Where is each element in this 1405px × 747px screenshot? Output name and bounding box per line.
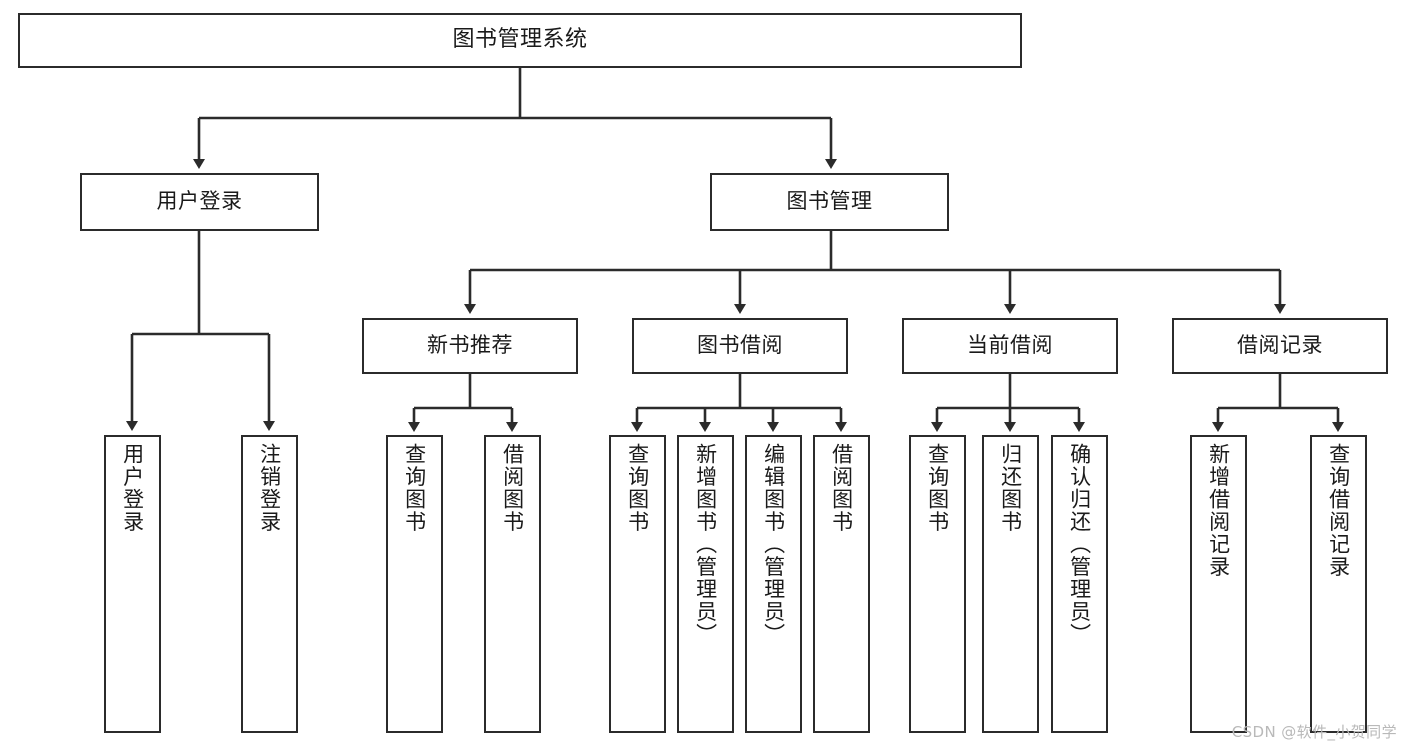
node-leaf-confirm-return-label: 确认归还（管理员） bbox=[1067, 443, 1092, 646]
node-leaf-borrow-book-1-label: 借阅图书 bbox=[500, 443, 525, 533]
node-book-borrow-label: 图书借阅 bbox=[697, 333, 783, 358]
node-leaf-borrow-book-2[interactable]: 借阅图书 bbox=[813, 435, 870, 733]
node-leaf-query-record[interactable]: 查询借阅记录 bbox=[1310, 435, 1367, 733]
node-book-manage[interactable]: 图书管理 bbox=[710, 173, 949, 231]
csdn-watermark: CSDN @软件_小贺同学 bbox=[1231, 723, 1397, 741]
node-leaf-user-login-label: 用户登录 bbox=[120, 443, 145, 533]
node-leaf-query-book-1-label: 查询图书 bbox=[402, 443, 427, 533]
node-borrow-record[interactable]: 借阅记录 bbox=[1172, 318, 1388, 374]
node-leaf-query-book-1[interactable]: 查询图书 bbox=[386, 435, 443, 733]
node-borrow-record-label: 借阅记录 bbox=[1237, 333, 1323, 358]
node-leaf-query-book-2[interactable]: 查询图书 bbox=[609, 435, 666, 733]
node-leaf-query-book-3-label: 查询图书 bbox=[925, 443, 950, 533]
node-book-manage-label: 图书管理 bbox=[786, 189, 873, 214]
node-root[interactable]: 图书管理系统 bbox=[18, 13, 1022, 68]
node-leaf-user-login[interactable]: 用户登录 bbox=[104, 435, 161, 733]
node-new-book-rec-label: 新书推荐 bbox=[427, 333, 513, 358]
node-leaf-query-book-2-label: 查询图书 bbox=[625, 443, 650, 533]
node-root-label: 图书管理系统 bbox=[452, 27, 588, 53]
node-leaf-query-book-3[interactable]: 查询图书 bbox=[909, 435, 966, 733]
node-user-login[interactable]: 用户登录 bbox=[80, 173, 319, 231]
node-book-borrow[interactable]: 图书借阅 bbox=[632, 318, 848, 374]
node-current-borrow[interactable]: 当前借阅 bbox=[902, 318, 1118, 374]
node-leaf-borrow-book-1[interactable]: 借阅图书 bbox=[484, 435, 541, 733]
node-leaf-user-logout[interactable]: 注销登录 bbox=[241, 435, 298, 733]
node-current-borrow-label: 当前借阅 bbox=[967, 333, 1053, 358]
node-leaf-add-book-label: 新增图书（管理员） bbox=[693, 443, 718, 646]
node-leaf-add-record-label: 新增借阅记录 bbox=[1206, 443, 1231, 578]
node-leaf-return-book-label: 归还图书 bbox=[998, 443, 1023, 533]
node-leaf-user-logout-label: 注销登录 bbox=[257, 443, 282, 533]
node-leaf-add-book[interactable]: 新增图书（管理员） bbox=[677, 435, 734, 733]
node-leaf-add-record[interactable]: 新增借阅记录 bbox=[1190, 435, 1247, 733]
node-new-book-rec[interactable]: 新书推荐 bbox=[362, 318, 578, 374]
node-leaf-return-book[interactable]: 归还图书 bbox=[982, 435, 1039, 733]
node-leaf-edit-book[interactable]: 编辑图书（管理员） bbox=[745, 435, 802, 733]
node-leaf-borrow-book-2-label: 借阅图书 bbox=[829, 443, 854, 533]
node-leaf-edit-book-label: 编辑图书（管理员） bbox=[761, 443, 786, 646]
node-leaf-query-record-label: 查询借阅记录 bbox=[1326, 443, 1351, 578]
node-user-login-label: 用户登录 bbox=[156, 189, 243, 214]
node-leaf-confirm-return[interactable]: 确认归还（管理员） bbox=[1051, 435, 1108, 733]
